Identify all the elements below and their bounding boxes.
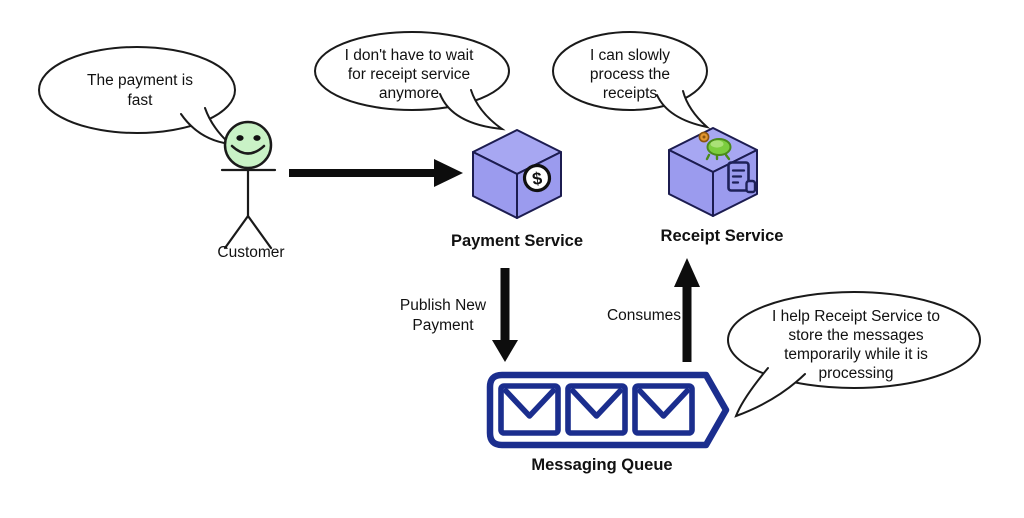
smiley-smile-icon <box>230 144 266 155</box>
bubble-line: processing <box>819 365 894 382</box>
turtle-legs <box>705 153 731 161</box>
envelope-icon <box>498 383 561 436</box>
messaging-queue-node: Messaging Queue <box>486 371 730 474</box>
speech-bubble-tail <box>439 89 506 131</box>
smiley-eye-icon <box>236 135 244 141</box>
bubble-line: anymore <box>379 85 439 102</box>
bubble-line: I help Receipt Service to <box>772 308 940 325</box>
receipt-service-label: Receipt Service <box>661 227 784 245</box>
envelope-flap <box>570 388 623 419</box>
messaging-queue-label: Messaging Queue <box>531 456 672 474</box>
dollar-circle <box>522 163 552 193</box>
arrow-consumes: Consumes <box>607 258 700 362</box>
bubble-line: for receipt service <box>348 66 470 83</box>
bubble-line: The payment is <box>87 72 193 89</box>
receipt-speech-bubble: I can slowly process the receipts <box>552 31 711 129</box>
speech-bubble-tail <box>656 90 711 129</box>
consumes-label: Consumes <box>607 307 681 324</box>
receipt-text-lines <box>731 169 746 184</box>
dollar-glyph: $ <box>531 168 544 189</box>
bubble-line: I don't have to wait <box>345 47 474 64</box>
arrow-publish-new-payment: Publish New Payment <box>400 268 518 362</box>
arrow-head-icon <box>492 340 518 362</box>
speech-bubble-tail <box>734 367 806 418</box>
bubble-line: receipts <box>603 85 658 102</box>
receipt-paper <box>727 161 750 192</box>
bubble-line: fast <box>128 92 154 109</box>
payment-service-node: $ Payment Service <box>451 129 583 250</box>
speech-bubble-ellipse <box>727 291 981 389</box>
publish-label-line: Publish New <box>400 297 487 314</box>
queue-speech-bubble: I help Receipt Service to store the mess… <box>727 291 981 418</box>
receipt-icon <box>727 161 757 194</box>
envelope-flap <box>503 388 556 419</box>
speech-bubble-ellipse <box>38 46 236 134</box>
turtle-icon <box>698 131 732 161</box>
arrow-customer-to-payment <box>289 159 463 187</box>
receipt-service-node: Receipt Service <box>661 127 784 245</box>
turtle-shell-highlight <box>710 140 724 148</box>
stick-legs <box>223 214 273 250</box>
bubble-line: I can slowly <box>590 47 670 64</box>
publish-label-line: Payment <box>412 317 474 334</box>
speech-bubble-ellipse <box>552 31 708 111</box>
bubble-line: process the <box>590 66 670 83</box>
speech-bubble-ellipse <box>314 31 510 111</box>
turtle-head-dot <box>702 135 706 139</box>
arrow-head-icon <box>434 159 463 187</box>
customer-label: Customer <box>217 244 284 261</box>
bubble-line: temporarily while it is <box>784 346 928 363</box>
envelope-flap <box>637 388 690 419</box>
smiley-eye-icon <box>253 135 261 141</box>
receipt-roll <box>745 179 757 194</box>
envelope-icon <box>632 383 695 436</box>
customer-speech-bubble: The payment is fast <box>38 46 236 146</box>
payment-service-label: Payment Service <box>451 232 583 250</box>
envelope-icon <box>565 383 628 436</box>
arrow-head-icon <box>674 258 700 287</box>
bubble-line: store the messages <box>788 327 924 344</box>
payment-speech-bubble: I don't have to wait for receipt service… <box>314 31 510 131</box>
customer-actor: Customer <box>217 120 285 261</box>
dollar-icon: $ <box>522 163 552 193</box>
